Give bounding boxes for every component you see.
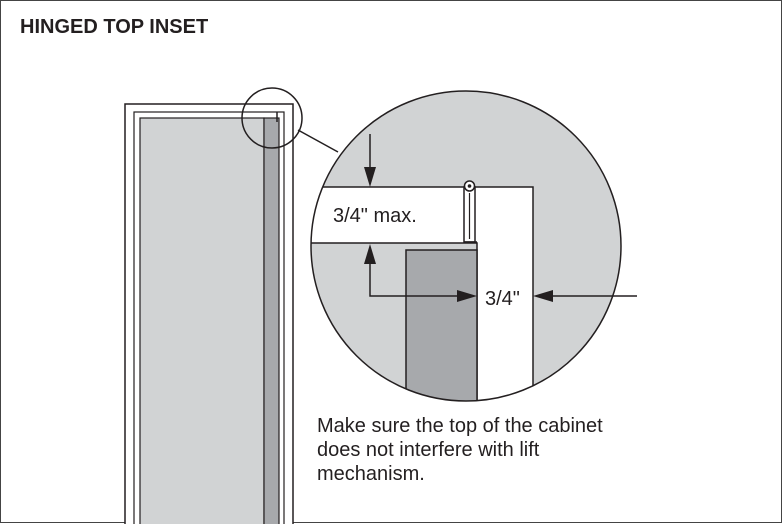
detail-circle-outline [310, 90, 622, 402]
note-line: mechanism. [317, 463, 425, 485]
detail-circle-background [311, 91, 621, 401]
vertical-dim-bottom-arrow [364, 244, 376, 264]
installation-note: Make sure the top of the cabinet does no… [317, 414, 697, 486]
detail-callout-circle [241, 87, 303, 149]
detail-leader-line [297, 129, 339, 153]
horizontal-dim-right-arrow [533, 290, 553, 302]
detail-lift-panel [405, 249, 478, 401]
horizontal-dimension: 3/4" [369, 264, 637, 310]
horizontal-dim-leader [369, 264, 457, 297]
note-line: does not interfere with lift [317, 439, 540, 461]
enlarged-detail: 3/4" max. 3/4" [310, 90, 637, 402]
vertical-dim-top-arrow [364, 167, 376, 187]
vertical-dimension: 3/4" max. [333, 134, 417, 264]
horizontal-dim-left-arrow [457, 290, 477, 302]
cabinet-elevation [124, 87, 339, 524]
hinge-pivot-center [467, 184, 472, 188]
note-line: Make sure the top of the cabinet [317, 415, 603, 437]
lift-mechanism-panel [263, 117, 280, 524]
diagram-title: HINGED TOP INSET [20, 16, 209, 38]
horizontal-dim-label: 3/4" [485, 288, 520, 310]
cabinet-light-panel [139, 117, 265, 524]
vertical-dim-label: 3/4" max. [333, 205, 417, 227]
